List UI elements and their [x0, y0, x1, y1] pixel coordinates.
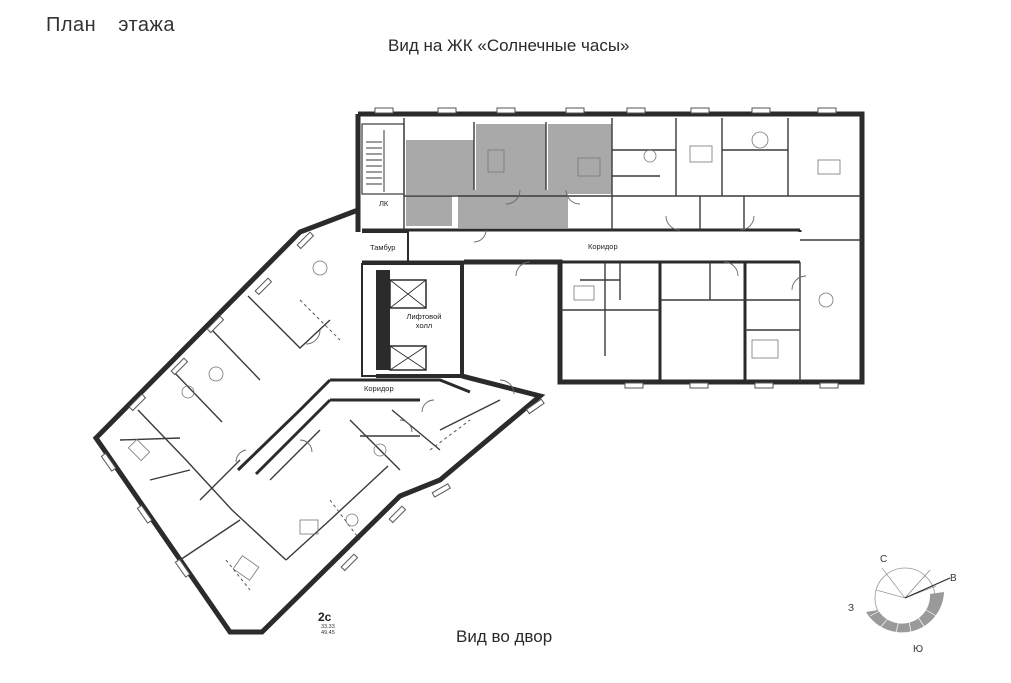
compass-needle — [904, 577, 951, 599]
apartment-area-1: 33,33 — [321, 624, 335, 630]
south-windows — [624, 382, 839, 389]
label-tambur: Тамбур — [370, 243, 395, 252]
highlight-room-3 — [548, 124, 612, 194]
compass-north: С — [880, 554, 887, 565]
compass-west: З — [848, 603, 854, 614]
apartment-code: 2с — [318, 610, 332, 624]
highlight-room-5 — [406, 196, 452, 226]
east-south-partitions — [560, 239, 862, 382]
view-bottom-caption: Вид во двор — [456, 627, 553, 646]
label-lift-hall-1: Лифтовой — [407, 312, 442, 321]
compass-south: Ю — [913, 644, 923, 655]
east-corridor-walls — [362, 228, 802, 382]
compass-sun-arc — [866, 592, 944, 633]
label-corridor-west: Коридор — [364, 384, 394, 393]
title-word-plan: План — [46, 14, 97, 36]
page-title: План этажа — [46, 14, 175, 37]
label-lk: ЛК — [379, 199, 389, 208]
west-corridor-walls — [236, 378, 471, 476]
east-wing — [355, 107, 865, 389]
west-windows — [100, 231, 545, 578]
west-wing-outer-wall — [92, 207, 546, 635]
compass-rays — [875, 567, 937, 599]
view-top-caption: Вид на ЖК «Солнечные часы» — [388, 36, 630, 55]
north-windows — [374, 107, 837, 114]
label-lift-hall-2: холл — [416, 321, 432, 330]
furniture-east — [487, 131, 841, 359]
stair-core — [361, 123, 405, 195]
apartment-area-2: 49,45 — [321, 630, 335, 636]
compass-rose: С В З Ю — [848, 554, 957, 655]
highlight-room-1 — [406, 140, 474, 195]
west-wing — [92, 207, 546, 635]
title-word-floor: этажа — [118, 14, 176, 36]
west-wing-dashes — [225, 299, 471, 591]
label-corridor-east: Коридор — [588, 242, 618, 251]
compass-ticks — [869, 597, 941, 639]
door-swings-west — [235, 329, 515, 463]
highlight-room-2 — [476, 124, 546, 190]
west-wing-partitions — [119, 295, 501, 561]
lift-core — [361, 231, 464, 378]
door-swings-east — [473, 189, 807, 291]
furniture-west — [127, 260, 387, 581]
compass-east: В — [950, 573, 957, 584]
